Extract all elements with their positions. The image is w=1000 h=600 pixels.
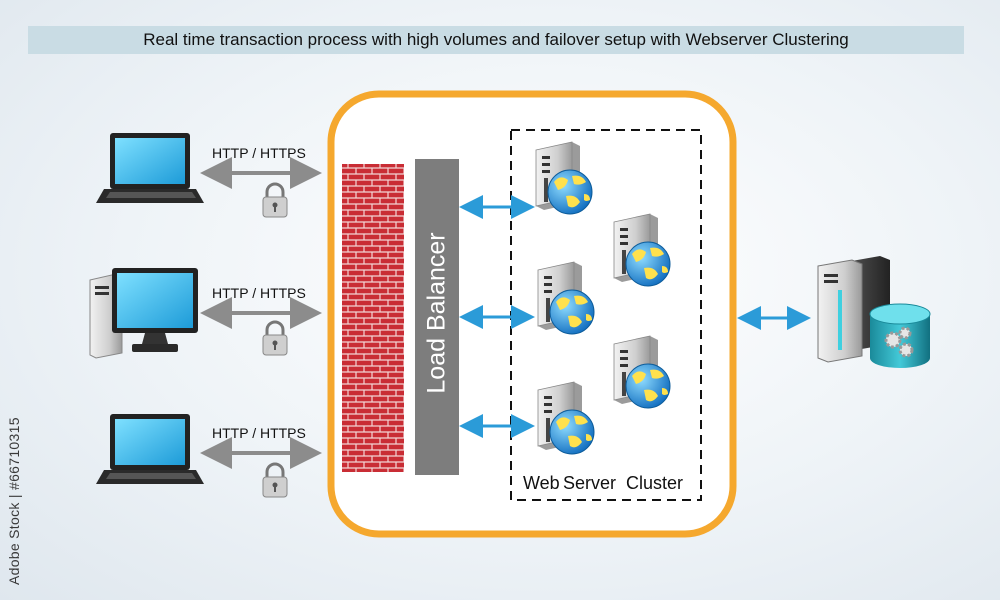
protocol-label: HTTP / HTTPS	[212, 145, 306, 161]
cluster-label-cluster: Cluster	[626, 473, 684, 493]
firewall-brick-wall	[342, 164, 404, 472]
desktop-computer-icon	[89, 268, 198, 359]
protocol-label: HTTP / HTTPS	[212, 425, 306, 441]
laptop-icon	[96, 133, 204, 203]
diagram-title-bar: Real time transaction process with high …	[28, 26, 964, 54]
cluster-label-server: Server	[563, 473, 617, 493]
cluster-label-web: Web	[523, 473, 560, 493]
diagram-title: Real time transaction process with high …	[143, 30, 849, 49]
lock-icon	[261, 182, 289, 219]
load-balancer-label: Load Balancer	[422, 232, 451, 394]
laptop-icon	[96, 414, 204, 484]
load-balancer-bar	[415, 159, 459, 475]
lock-icon	[261, 462, 289, 499]
stock-watermark: Adobe Stock | #66710315	[6, 417, 22, 585]
protocol-label: HTTP / HTTPS	[212, 285, 306, 301]
lock-icon	[261, 320, 289, 357]
database-cylinder-icon	[869, 303, 931, 368]
